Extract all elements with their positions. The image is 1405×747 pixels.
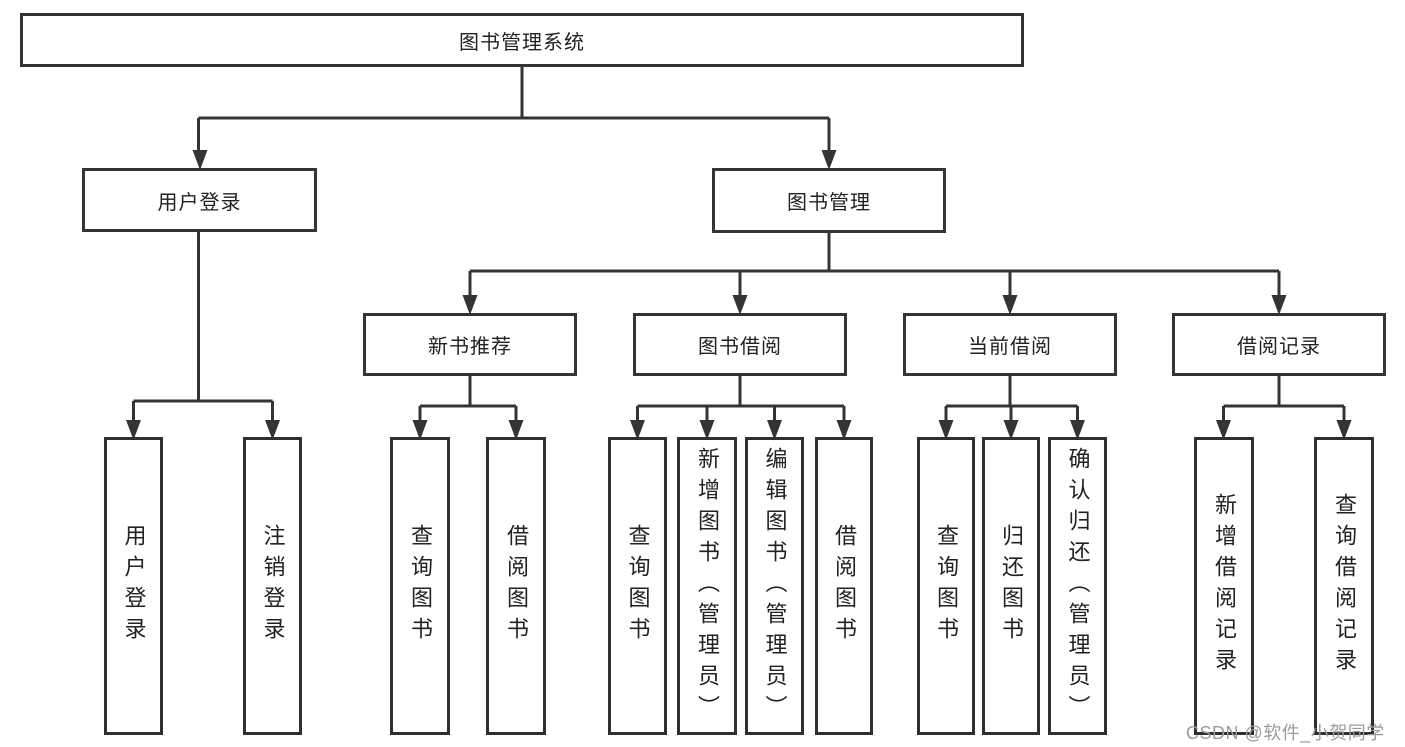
node-label: 图书管理系统 bbox=[459, 31, 585, 54]
leaf-label: 查询图书 bbox=[934, 524, 959, 648]
leaf-label: 注销登录 bbox=[260, 524, 286, 648]
leaf-user-login: 用户登录 bbox=[104, 437, 163, 735]
node-label: 当前借阅 bbox=[968, 336, 1052, 358]
node-borrow-record: 借阅记录 bbox=[1172, 313, 1386, 376]
leaf-return-books: 归还图书 bbox=[982, 437, 1040, 735]
leaf-label: 用户登录 bbox=[121, 524, 147, 648]
leaf-label: 归还图书 bbox=[999, 524, 1024, 648]
leaf-query-books-recommend: 查询图书 bbox=[390, 437, 450, 735]
leaf-label: 确认归还（管理员） bbox=[1065, 446, 1091, 726]
leaf-edit-books-admin: 编辑图书（管理员） bbox=[745, 437, 804, 735]
leaf-label: 查询借阅记录 bbox=[1332, 493, 1357, 679]
leaf-query-books-current: 查询图书 bbox=[917, 437, 975, 735]
node-label: 图书管理 bbox=[787, 192, 871, 214]
node-book-management: 图书管理 bbox=[712, 168, 946, 233]
leaf-label: 新增图书（管理员） bbox=[695, 446, 720, 726]
node-new-book-recommend: 新书推荐 bbox=[363, 313, 577, 376]
leaf-query-borrow-record: 查询借阅记录 bbox=[1314, 437, 1374, 735]
leaf-add-borrow-record: 新增借阅记录 bbox=[1194, 437, 1254, 735]
leaf-borrow-books: 借阅图书 bbox=[815, 437, 873, 735]
node-label: 图书借阅 bbox=[698, 336, 782, 358]
leaf-logout: 注销登录 bbox=[243, 437, 302, 735]
connector-strokes bbox=[132, 66, 1346, 424]
leaf-confirm-return-admin: 确认归还（管理员） bbox=[1048, 437, 1107, 735]
leaf-query-books-borrow: 查询图书 bbox=[608, 437, 667, 735]
node-current-borrow: 当前借阅 bbox=[903, 313, 1117, 376]
leaf-label: 借阅图书 bbox=[504, 524, 529, 648]
node-library-management-system: 图书管理系统 bbox=[20, 13, 1024, 67]
csdn-watermark: CSDN @软件_小贺同学 bbox=[1186, 723, 1385, 743]
node-label: 用户登录 bbox=[157, 191, 242, 214]
leaf-borrow-books-recommend: 借阅图书 bbox=[486, 437, 546, 735]
node-user-login: 用户登录 bbox=[82, 168, 317, 232]
arrowheads bbox=[126, 150, 1352, 440]
leaf-label: 新增借阅记录 bbox=[1212, 493, 1237, 679]
node-label: 新书推荐 bbox=[428, 336, 512, 358]
leaf-label: 查询图书 bbox=[408, 524, 433, 648]
leaf-add-books-admin: 新增图书（管理员） bbox=[677, 437, 737, 735]
leaf-label: 查询图书 bbox=[625, 524, 651, 648]
node-book-borrow: 图书借阅 bbox=[633, 313, 847, 376]
leaf-label: 借阅图书 bbox=[832, 524, 857, 648]
node-label: 借阅记录 bbox=[1237, 336, 1321, 358]
leaf-label: 编辑图书（管理员） bbox=[762, 446, 788, 726]
